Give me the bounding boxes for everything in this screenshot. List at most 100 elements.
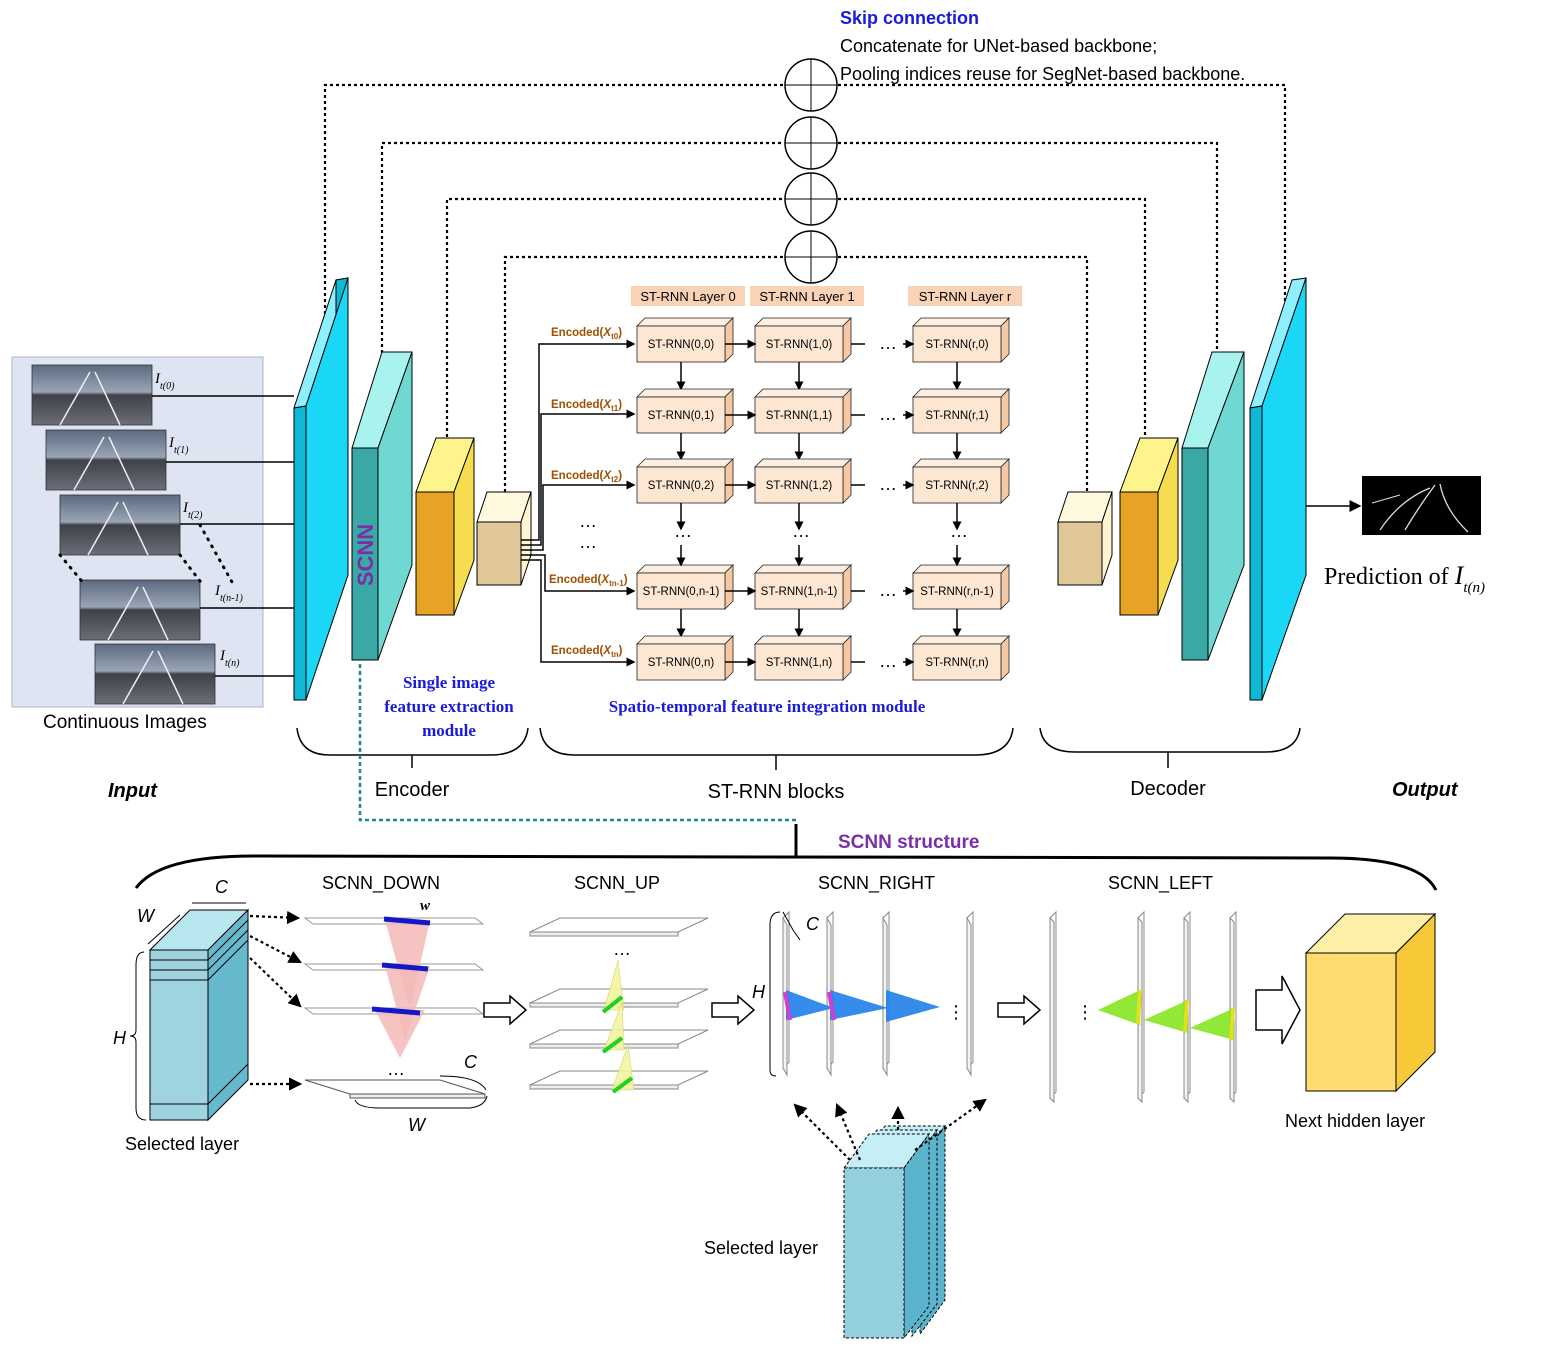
next-hidden-layer-block: Next hidden layer bbox=[1285, 912, 1437, 1131]
strnn-cell-label: ST-RNN(0,n-1) bbox=[643, 586, 720, 598]
ellipsis: … bbox=[579, 511, 597, 531]
input-frame bbox=[94, 643, 216, 705]
dim-H-label: H bbox=[113, 1028, 127, 1048]
strnn-layer-header: ST-RNN Layer r bbox=[919, 289, 1012, 304]
plus-circle-icon bbox=[784, 116, 838, 170]
selected-layer-label: Selected layer bbox=[704, 1238, 818, 1258]
input-panel: It(0) It(1) It(2) It(n-1) It(n) Continuo… bbox=[11, 356, 294, 802]
skip-connections: Skip connection Concatenate for UNet-bas… bbox=[323, 8, 1287, 510]
encoded-label: Encoded(Xt1) bbox=[551, 399, 622, 413]
scnn-up-label: SCNN_UP bbox=[574, 873, 660, 894]
strnn-cell-label: ST-RNN(r,2) bbox=[925, 480, 988, 492]
strnn-cell: ST-RNN(r,2) bbox=[912, 458, 1010, 504]
strnn-cell-label: ST-RNN(r,0) bbox=[925, 339, 988, 351]
strnn-cell: ST-RNN(r,n-1) bbox=[912, 564, 1010, 610]
scnn-down-label: SCNN_DOWN bbox=[322, 873, 440, 894]
input-frame bbox=[45, 429, 167, 491]
scnn-left-slices: ⋮ bbox=[1049, 910, 1237, 1104]
strnn-cell: ST-RNN(1,2) bbox=[754, 458, 852, 504]
encoder-module-caption-3: module bbox=[422, 721, 476, 740]
ellipsis: … bbox=[387, 1059, 405, 1079]
flow-arrow-icon bbox=[997, 994, 1042, 1026]
prediction-label: Prediction of It(n) bbox=[1324, 561, 1485, 596]
dim-C-label: C bbox=[215, 877, 229, 897]
input-caption: Continuous Images bbox=[43, 712, 207, 733]
strnn-cell-label: ST-RNN(r,n) bbox=[925, 657, 988, 669]
strnn-cell: ST-RNN(r,1) bbox=[912, 388, 1010, 434]
ellipsis: … bbox=[674, 521, 692, 541]
ellipsis: … bbox=[879, 580, 897, 600]
strnn-cell-label: ST-RNN(0,n) bbox=[648, 657, 715, 669]
frame-label: It(0) bbox=[154, 371, 175, 392]
ellipsis: … bbox=[792, 521, 810, 541]
ellipsis: … bbox=[879, 333, 897, 353]
strnn-cell: ST-RNN(1,n-1) bbox=[754, 564, 852, 610]
scnn-up-slices: … bbox=[529, 917, 709, 1094]
ellipsis: ⋮ bbox=[1076, 1002, 1094, 1022]
flow-arrow-icon bbox=[711, 994, 756, 1026]
strnn-cell: ST-RNN(1,1) bbox=[754, 388, 852, 434]
strnn-cell-label: ST-RNN(0,0) bbox=[648, 339, 715, 351]
strnn-cell: ST-RNN(0,n-1) bbox=[636, 564, 734, 610]
skip-connection-title: Skip connection bbox=[840, 8, 979, 28]
strnn-cell-label: ST-RNN(1,2) bbox=[766, 480, 833, 492]
input-frame bbox=[59, 494, 181, 556]
strnn-layer-header: ST-RNN Layer 0 bbox=[640, 289, 735, 304]
plus-circle-icon bbox=[784, 58, 838, 112]
strnn-cell: ST-RNN(1,0) bbox=[754, 317, 852, 363]
frame-label: It(2) bbox=[182, 500, 203, 521]
ellipsis: ⋮ bbox=[947, 1002, 965, 1022]
frame-label: It(n-1) bbox=[214, 583, 243, 604]
ellipsis: … bbox=[879, 651, 897, 671]
output-panel: Prediction of It(n) Output bbox=[1306, 476, 1485, 801]
strnn-cell-label: ST-RNN(1,n) bbox=[766, 657, 833, 669]
encoder-module-caption-2: feature extraction bbox=[384, 697, 514, 716]
selected-layer-block: H W C Selected layer bbox=[113, 877, 250, 1154]
input-frame bbox=[31, 364, 153, 426]
encoded-label: Encoded(Xtn) bbox=[551, 645, 623, 659]
dim-H-label: H bbox=[752, 982, 766, 1002]
strnn-cell-label: ST-RNN(1,n-1) bbox=[761, 586, 838, 598]
input-frame bbox=[79, 579, 201, 641]
strnn-cell-label: ST-RNN(0,2) bbox=[648, 480, 715, 492]
encoded-label: Encoded(Xt0) bbox=[551, 327, 622, 341]
skip-connection-line1: Concatenate for UNet-based backbone; bbox=[840, 36, 1157, 56]
strnn-cell-label: ST-RNN(0,1) bbox=[648, 410, 715, 422]
strnn-cell: ST-RNN(0,2) bbox=[636, 458, 734, 504]
ellipsis: … bbox=[950, 521, 968, 541]
strnn-cell-label: ST-RNN(1,1) bbox=[766, 410, 833, 422]
strnn-grid: ST-RNN Layer 0 ST-RNN Layer 1 ST-RNN Lay… bbox=[521, 286, 1022, 803]
ellipsis: … bbox=[613, 939, 631, 959]
strnn-layer-header: ST-RNN Layer 1 bbox=[759, 289, 854, 304]
decoder-layers: Decoder bbox=[1039, 277, 1307, 800]
encoder-layers: SCNN Single image feature extraction mod… bbox=[293, 277, 532, 801]
strnn-cell: ST-RNN(r,n) bbox=[912, 635, 1010, 681]
output-section-label: Output bbox=[1392, 779, 1459, 801]
dim-C-label: C bbox=[806, 914, 820, 934]
ellipsis: … bbox=[879, 404, 897, 424]
strnn-cell: ST-RNN(0,n) bbox=[636, 635, 734, 681]
dim-W-label: W bbox=[137, 906, 156, 926]
encoded-label: Encoded(Xtn-1) bbox=[549, 574, 628, 588]
scnn-vertical-label: SCNN bbox=[353, 524, 378, 586]
frame-label: It(n) bbox=[219, 648, 240, 669]
skip-connection-line2: Pooling indices reuse for SegNet-based b… bbox=[840, 64, 1245, 84]
dim-W-label: W bbox=[408, 1115, 427, 1135]
strnn-cell-label: ST-RNN(r,n-1) bbox=[920, 586, 994, 598]
plus-circle-icon bbox=[784, 230, 838, 284]
flow-arrow-icon bbox=[1255, 975, 1301, 1045]
strnn-section-label: ST-RNN blocks bbox=[708, 781, 845, 803]
strnn-cell: ST-RNN(r,0) bbox=[912, 317, 1010, 363]
dim-C-label: C bbox=[464, 1052, 478, 1072]
strnn-cell-label: ST-RNN(r,1) bbox=[925, 410, 988, 422]
next-hidden-layer-label: Next hidden layer bbox=[1285, 1111, 1425, 1131]
scnn-structure: SCNN structure SCNN_DOWN SCNN_UP SCNN_RI… bbox=[113, 824, 1438, 1340]
scnn-right-slices: ⋮ H C bbox=[752, 910, 974, 1077]
decoder-section-label: Decoder bbox=[1130, 778, 1206, 800]
scnn-left-label: SCNN_LEFT bbox=[1108, 873, 1213, 894]
selected-layer-label: Selected layer bbox=[125, 1134, 239, 1154]
encoder-section-label: Encoder bbox=[375, 779, 450, 801]
ellipsis: … bbox=[579, 532, 597, 552]
plus-circle-icon bbox=[784, 172, 838, 226]
